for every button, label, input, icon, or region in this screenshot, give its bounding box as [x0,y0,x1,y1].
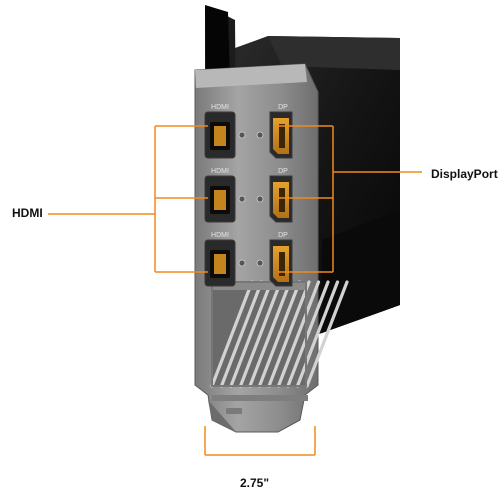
displayport-port: DP [256,168,293,223]
hdmi-port-text: HDMI [211,168,229,175]
displayport-port: DP [256,104,293,159]
screw-icon [256,259,264,267]
hdmi-label: HDMI [12,206,43,220]
screw-icon [256,131,264,139]
vent-slat [276,280,321,388]
dp-port-text: DP [278,232,288,239]
screw-icon [238,195,246,203]
vent-slat [210,280,254,388]
hdmi-port: HDMI [204,104,246,159]
vent-slat [305,280,349,388]
hdmi-port: HDMI [204,168,246,223]
vent-slat [286,280,330,388]
screw-icon [256,195,264,203]
screw-icon [238,259,246,267]
hdmi-port: HDMI [204,232,246,287]
vent-slat [248,280,292,388]
hdmi-port-text: HDMI [211,232,229,239]
vent-slat [295,280,340,388]
dp-port-text: DP [278,168,288,175]
displayport-port: DP [256,232,293,287]
bracket-width-label: 2.75" [240,476,270,490]
dp-port-text: DP [278,104,288,111]
screw-icon [238,131,246,139]
vent-slat [257,280,302,388]
vent-slat [229,280,273,388]
vent-slat [238,280,283,388]
displayport-label: DisplayPort [431,167,498,181]
vent-slat [267,280,311,388]
hdmi-port-text: HDMI [211,104,229,111]
vent-slat [219,280,264,388]
